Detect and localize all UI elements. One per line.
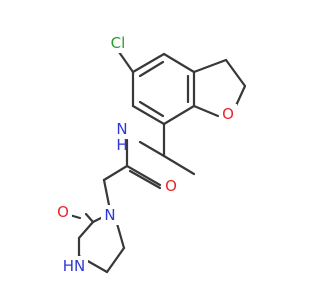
chlorine-label: Cl bbox=[111, 34, 126, 52]
amide-oxygen-label: O bbox=[165, 177, 177, 195]
ring-oxygen-label: O bbox=[222, 105, 234, 123]
amide-nitrogen-label: N bbox=[116, 120, 127, 138]
molecule-structure: Cl O N H O N O HN bbox=[54, 33, 247, 276]
ring-nitrogen-label: N bbox=[104, 206, 115, 224]
amide-group bbox=[102, 138, 162, 207]
ring-nh-label: HN bbox=[63, 257, 86, 275]
ch-linker bbox=[138, 122, 196, 176]
atom-labels: Cl O N H O N O HN bbox=[54, 33, 237, 276]
bond-c-cl bbox=[117, 50, 135, 74]
urea-oxygen-label: O bbox=[57, 203, 69, 221]
amide-nitrogen-h-label: H bbox=[116, 136, 127, 154]
benzene-ring bbox=[131, 52, 196, 126]
